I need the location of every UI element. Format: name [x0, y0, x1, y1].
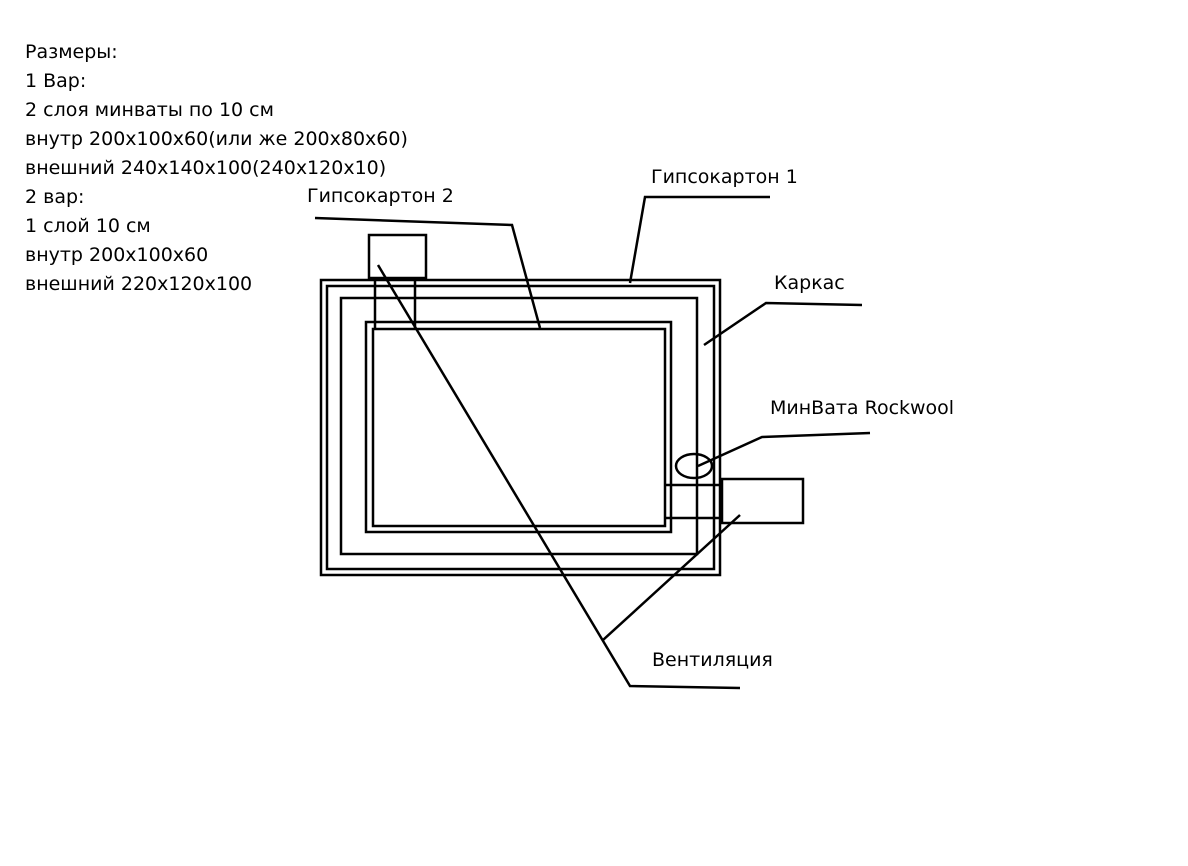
top-vent-box [367, 233, 428, 280]
notes-heading: Размеры: [25, 41, 118, 63]
outer-drywall-outer-edge [319, 278, 722, 577]
leader-frame [703, 301, 863, 347]
label-frame: Каркас [774, 272, 845, 294]
variant-2-inner-size: внутр 200x100x60 [25, 244, 209, 266]
inner-drywall-outer-edge [364, 320, 673, 534]
variant-1-layers: 2 слоя минваты по 10 см [25, 99, 274, 121]
label-drywall-1: Гипсокартон 1 [651, 166, 798, 188]
label-drywall-2: Гипсокартон 2 [307, 185, 454, 207]
variant-2-layers: 1 слой 10 см [25, 215, 151, 237]
leader-ventilation-top [376, 264, 741, 690]
label-ventilation: Вентиляция [652, 649, 773, 671]
variant-1-heading: 1 Вар: [25, 70, 87, 92]
inner-drywall-inner-edge [371, 327, 667, 528]
dimensions-notes: Размеры: 1 Вар: 2 слоя минваты по 10 см … [25, 38, 408, 299]
leader-ventilation-side [602, 514, 741, 641]
leader-drywall-1 [628, 195, 770, 284]
leader-mineral-wool [697, 431, 871, 468]
variant-2-outer-size: внешний 220x120x100 [25, 273, 253, 295]
label-mineral-wool: МинВата Rockwool [770, 397, 955, 419]
outer-drywall-inner-edge [325, 284, 716, 571]
variant-1-inner-size: внутр 200x100x60(или же 200x80x60) [25, 128, 408, 150]
leader-drywall-2 [314, 216, 542, 329]
mineral-wool-marker [674, 452, 714, 480]
frame-layer [339, 296, 699, 556]
side-vent-box [720, 477, 805, 525]
variant-1-outer-size: внешний 240x140x100(240x120x10) [25, 157, 387, 179]
variant-2-heading: 2 вар: [25, 186, 85, 208]
